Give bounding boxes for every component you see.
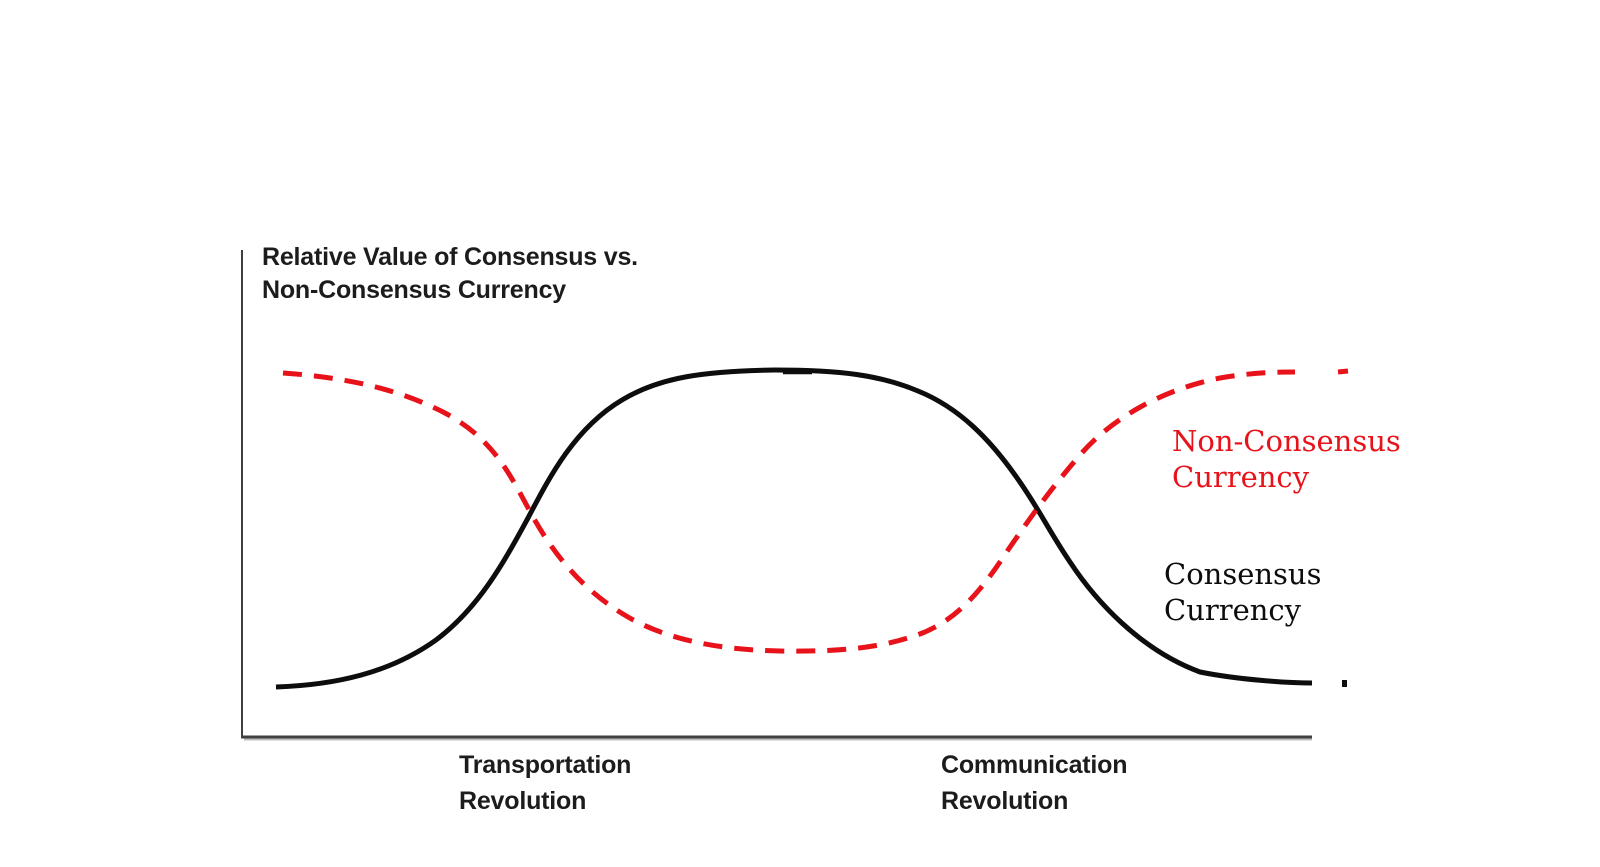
- x-axis-label-transportation-revolution: Transportation Revolution: [459, 751, 632, 815]
- non-consensus-continuation-mark: [1337, 368, 1349, 375]
- consensus-curve: [275, 367, 1313, 690]
- x-axis-label-communication-revolution: Communication Revolution: [941, 751, 1128, 815]
- non-consensus-curve: [282, 369, 1296, 654]
- legend-non-consensus-currency: Non-Consensus Currency: [1172, 424, 1401, 494]
- legend-consensus-currency: Consensus Currency: [1164, 557, 1322, 627]
- consensus-continuation-mark: [1342, 680, 1347, 687]
- chart-title: Relative Value of Consensus vs. Non-Cons…: [262, 243, 638, 304]
